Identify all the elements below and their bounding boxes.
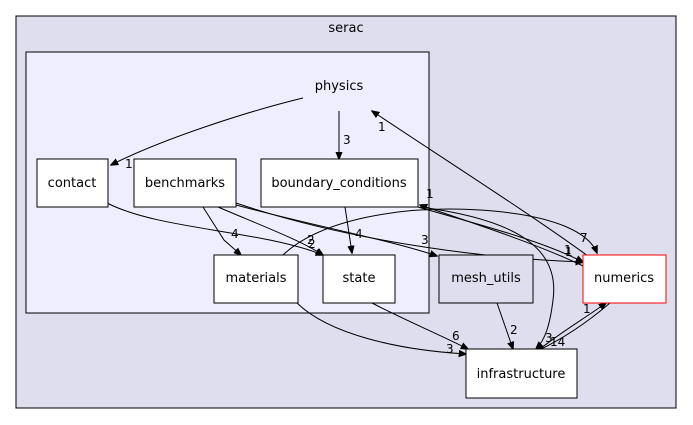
edge-label-numerics-infra: 14 — [550, 335, 565, 349]
node-infrastructure-label: infrastructure — [477, 367, 566, 382]
edge-benchmarks-materials — [202, 206, 241, 255]
node-state[interactable]: state — [322, 254, 396, 304]
cluster-serac-label: serac — [328, 21, 363, 36]
node-mesh-utils[interactable]: mesh_utils — [438, 254, 534, 304]
node-boundary-conditions-label: boundary_conditions — [271, 176, 407, 191]
edge-label-numerics-physics: 1 — [378, 120, 386, 134]
edge-label-bench-state: 2 — [307, 233, 315, 247]
edge-benchmarks-numerics — [235, 202, 583, 262]
edge-label-materials-infra: 3 — [446, 342, 454, 356]
cluster-physics-label: physics — [315, 79, 364, 94]
node-infrastructure[interactable]: infrastructure — [465, 348, 578, 399]
edge-label-contact-state: 2 — [308, 237, 316, 251]
edge-boundary-conditions-state — [344, 206, 352, 253]
node-benchmarks[interactable]: benchmarks — [133, 158, 237, 208]
edge-numerics-physics — [372, 111, 597, 263]
edge-mesh-utils-infrastructure — [496, 302, 513, 349]
edge-label-physics-bc: 3 — [343, 133, 351, 147]
edge-materials-numerics — [282, 208, 597, 256]
edge-label-mesh-infra: 2 — [510, 323, 518, 337]
edge-physics-contact — [111, 97, 304, 165]
node-boundary-conditions[interactable]: boundary_conditions — [260, 158, 419, 208]
edge-infrastructure-numerics — [539, 303, 606, 350]
edge-state-infrastructure — [371, 302, 468, 349]
node-mesh-utils-label: mesh_utils — [451, 271, 521, 286]
node-materials[interactable]: materials — [213, 254, 299, 304]
edge-numerics-boundary-conditions — [420, 205, 584, 267]
edge-label-bc-numerics: 1 — [565, 245, 573, 259]
edge-label-infra-numerics: 1 — [583, 302, 591, 316]
edge-label-bench-numerics: 1 — [564, 243, 572, 257]
edge-contact-state — [106, 202, 323, 255]
edge-label-state-infra: 6 — [452, 329, 460, 343]
edge-label-materials-numerics: 7 — [580, 231, 588, 245]
edges: 1 3 1 4 2 3 1 2 4 1 1 7 3 6 3 2 1 — [106, 97, 611, 356]
edge-materials-infrastructure — [296, 302, 466, 354]
edge-label-bc-state: 4 — [355, 227, 363, 241]
edge-label-bench-mesh: 3 — [421, 233, 429, 247]
node-benchmarks-label: benchmarks — [145, 176, 225, 191]
edge-label-physics-contact: 1 — [125, 157, 133, 171]
edge-numerics-infrastructure — [537, 302, 611, 351]
edge-label-bc-infra: 3 — [545, 331, 553, 345]
node-state-label: state — [343, 271, 376, 286]
edge-boundary-conditions-infrastructure — [419, 206, 555, 349]
node-contact-label: contact — [48, 176, 97, 191]
node-contact[interactable]: contact — [36, 158, 109, 208]
edge-label-numerics-bc: 1 — [426, 187, 434, 201]
node-numerics[interactable]: numerics — [582, 254, 667, 304]
node-numerics-label: numerics — [594, 271, 654, 286]
node-materials-label: materials — [225, 271, 286, 286]
edge-boundary-conditions-numerics — [417, 206, 583, 262]
